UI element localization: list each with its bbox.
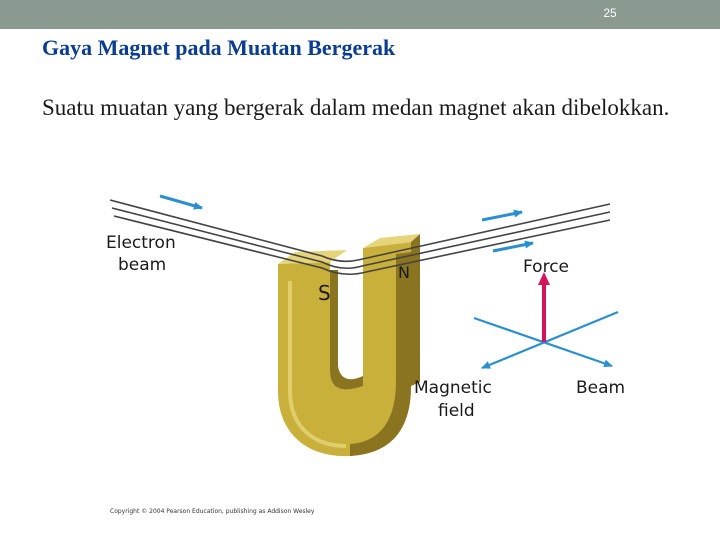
beam-label: Beam xyxy=(576,378,625,398)
electron-beam-label-line1: Electron xyxy=(106,233,176,253)
force-label: Force xyxy=(523,257,569,277)
electron-beam-lines xyxy=(109,199,611,276)
deflected-beam-arrow-upper xyxy=(481,209,523,222)
magnetic-field-label-line1: Magnetic xyxy=(414,378,492,398)
deflected-beam-arrow-lower xyxy=(492,240,534,253)
slide-title: Gaya Magnet pada Muatan Bergerak xyxy=(42,35,396,60)
electron-direction-arrow xyxy=(159,194,203,210)
magnet-body xyxy=(278,250,411,457)
electron-beam-label-line2: beam xyxy=(118,255,166,275)
magnetic-field-label-line2: field xyxy=(438,401,475,421)
pole-s-label: S xyxy=(318,281,331,305)
copyright-text: Copyright © 2004 Pearson Education, publ… xyxy=(110,508,315,515)
header-bar: 25 xyxy=(0,0,720,29)
slide-number: 25 xyxy=(603,6,617,20)
body-text: Suatu muatan yang bergerak dalam medan m… xyxy=(42,95,670,120)
magnetic-field-arrow xyxy=(481,310,619,370)
magnet-figure: Electron beam S N Force Magnetic field B… xyxy=(100,186,660,526)
pole-n-label: N xyxy=(398,263,410,282)
magnet-diagram: Electron beam S N Force Magnetic field B… xyxy=(106,194,625,457)
